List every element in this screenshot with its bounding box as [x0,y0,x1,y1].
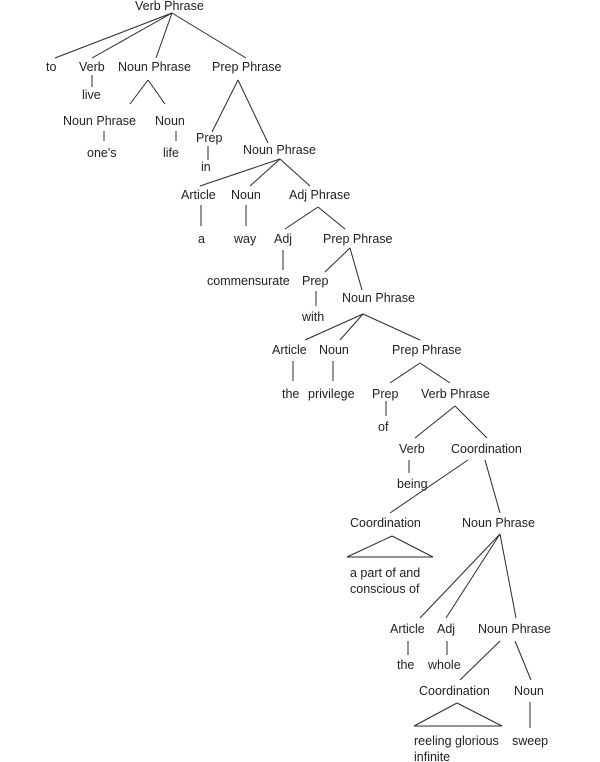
branch [419,533,501,619]
leaf-whole: whole [428,658,461,672]
branch [339,313,364,341]
node-prep-phrase: Prep Phrase [323,232,393,246]
leaf-the: the [397,658,415,672]
leaf-conscious-of: conscious of [350,582,420,596]
branch [414,405,456,439]
branch [249,158,281,187]
branch [211,79,239,133]
leaf-live: live [82,88,101,102]
leaf-a-part-of-and: a part of and [350,566,421,580]
node-noun-phrase: Noun Phrase [462,516,535,530]
branch [237,79,269,144]
node-noun-phrase: Noun Phrase [63,114,136,128]
node-noun: Noun [514,684,544,698]
collapsed-subtree-triangle [413,702,503,727]
branch [514,640,532,681]
branch [91,12,173,59]
leaf-with: with [302,310,325,324]
node-noun: Noun [319,343,349,357]
node-verb: Verb [399,442,425,456]
node-coordination: Coordination [419,684,490,698]
branch [284,206,319,230]
branch [54,12,173,59]
leaf-reeling-glorious: reeling glorious [414,734,499,748]
branch [419,362,451,384]
leaf-sweep: sweep [512,734,549,748]
node-noun-phrase: Noun Phrase [342,291,415,305]
leaf-ones: one's [87,146,117,160]
branch [279,158,311,187]
leaf-life: life [163,146,179,160]
node-noun-phrase: Noun Phrase [118,60,191,74]
node-adj: Adj [274,232,293,246]
leaf-privilege: privilege [308,387,355,401]
branch [362,313,421,341]
node-prep: Prep [196,131,223,145]
leaf-commensurate: commensurate [207,274,290,288]
branch [324,247,351,273]
branch [199,158,281,187]
node-noun: Noun [155,114,185,128]
node-verb: Verb [79,60,105,74]
node-verb-phrase: Verb Phrase [421,387,490,401]
node-noun: Noun [231,188,261,202]
branch [147,79,166,105]
leaf-the: the [282,387,300,401]
branch [459,640,501,681]
branch [349,247,363,291]
node-noun-phrase: Noun Phrase [478,622,551,636]
node-article: Article [272,343,307,357]
leaf-a: a [198,232,205,246]
branch [304,313,364,341]
branch [155,12,173,59]
leaf-to: to [46,60,57,74]
node-prep-phrase: Prep Phrase [392,343,462,357]
node-article: Article [181,188,216,202]
node-prep-phrase: Prep Phrase [212,60,282,74]
branch [499,533,517,619]
node-article: Article [390,622,425,636]
node-prep: Prep [302,274,329,288]
leaf-in: in [201,160,211,174]
branch [389,362,421,384]
node-adj-phrase: Adj Phrase [289,188,351,202]
node-coordination: Coordination [350,516,421,530]
node-adj: Adj [437,622,456,636]
branch [484,459,501,514]
leaf-being: being [397,477,428,491]
branch [171,12,247,59]
node-coordination: Coordination [451,442,522,456]
collapsed-subtree-triangle [346,535,434,558]
branch [454,405,488,439]
branch [445,533,501,619]
leaf-infinite: infinite [414,750,451,762]
branch [317,206,346,230]
node-verb-phrase: Verb Phrase [135,0,204,13]
branch [389,459,469,514]
leaf-way: way [234,232,257,246]
node-prep: Prep [372,387,399,401]
leaf-of: of [378,420,389,434]
node-noun-phrase: Noun Phrase [243,143,316,157]
branch [129,79,149,105]
